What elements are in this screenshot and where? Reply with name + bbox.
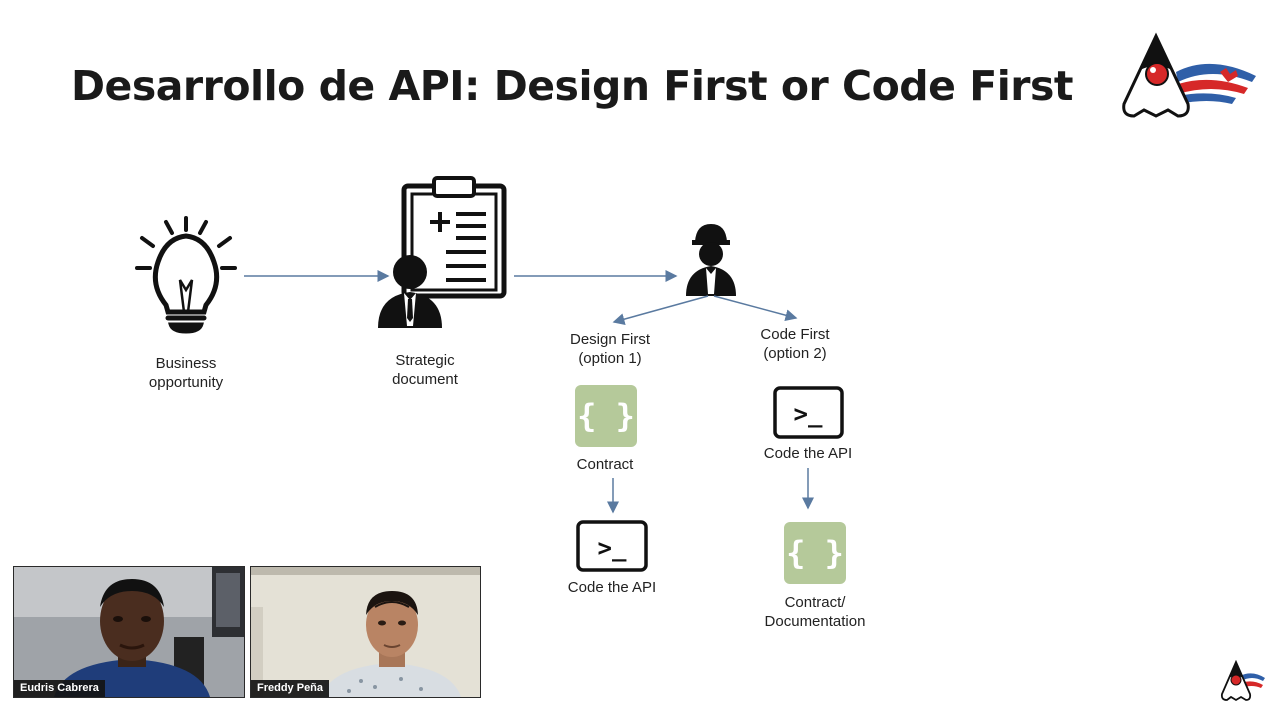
participant-video-feed xyxy=(14,567,244,697)
code-the-api-label: Code the API xyxy=(567,579,657,596)
code-the-api-label: Code the API xyxy=(763,445,853,462)
svg-text:>_: >_ xyxy=(794,400,823,428)
engineer-icon xyxy=(686,224,736,296)
contract-braces-icon: { } xyxy=(575,385,637,447)
slide-title: Desarrollo de API: Design First or Code … xyxy=(71,62,1074,110)
java-duke-logo xyxy=(1122,32,1256,118)
contract-label: Contract xyxy=(576,456,634,473)
contract-braces-icon: { } xyxy=(784,522,846,584)
terminal-icon: >_ xyxy=(576,520,648,572)
terminal-icon: >_ xyxy=(773,386,844,439)
contract-documentation-label: Contract/ Documentation xyxy=(764,594,866,630)
java-duke-logo xyxy=(1220,660,1265,702)
participant-video-tile[interactable]: Freddy Peña xyxy=(250,566,481,698)
clipboard-businessman-icon xyxy=(378,176,507,328)
svg-text:{ }: { } xyxy=(577,397,635,435)
participant-video-feed xyxy=(251,567,480,697)
business-opportunity-label: Business opportunity xyxy=(148,355,224,391)
participant-name-tag: Freddy Peña xyxy=(251,680,330,697)
code-first-label: Code First (option 2) xyxy=(760,326,830,362)
lightbulb-icon xyxy=(135,216,237,334)
design-first-label: Design First (option 1) xyxy=(569,331,651,367)
svg-text:{ }: { } xyxy=(786,534,844,572)
strategic-document-label: Strategic document xyxy=(392,352,458,388)
participant-video-tile[interactable]: Eudris Cabrera xyxy=(13,566,245,698)
svg-text:>_: >_ xyxy=(598,534,627,562)
participant-name-tag: Eudris Cabrera xyxy=(14,680,105,697)
